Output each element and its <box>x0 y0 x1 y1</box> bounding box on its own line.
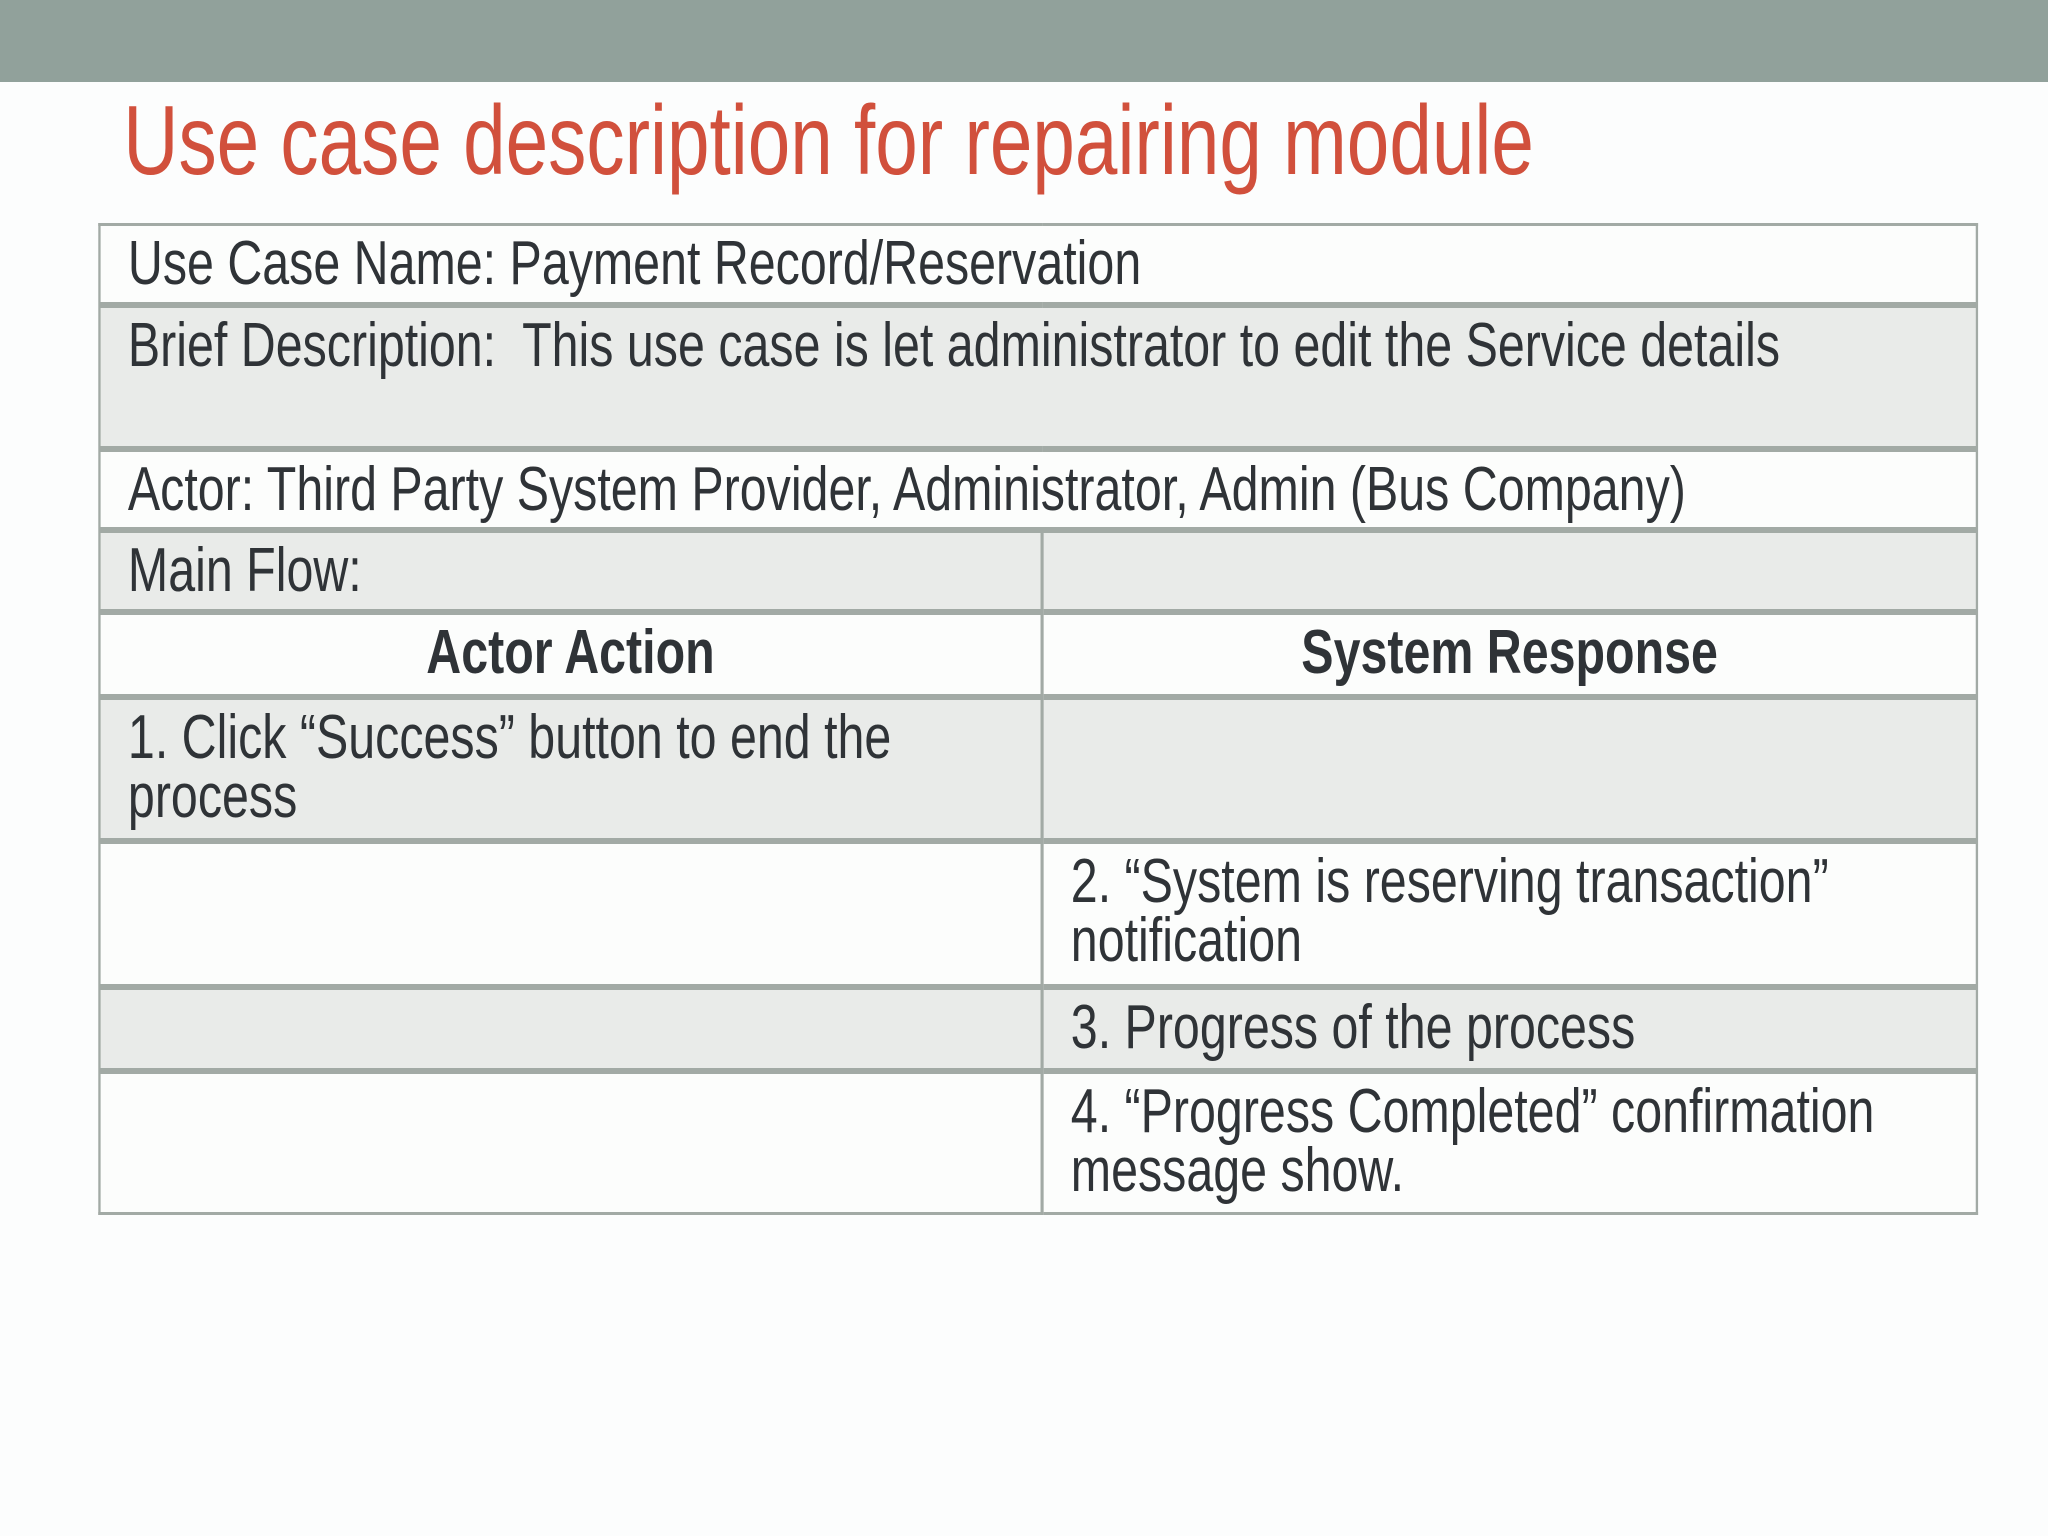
flow-step-1-actor-cell: 1. Click “Success” button to end the pro… <box>98 694 1044 844</box>
flow-step-4-actor-cell <box>98 1068 1044 1215</box>
table-row-main-flow: Main Flow: <box>98 527 1979 615</box>
system-response-header-cell: System Response <box>1040 609 1979 700</box>
slide-title: Use case description for repairing modul… <box>123 85 1534 195</box>
main-flow-label-cell: Main Flow: <box>98 527 1044 615</box>
flow-step-3-actor-cell <box>98 984 1044 1074</box>
table-row-actor: Actor: Third Party System Provider, Admi… <box>98 446 1979 533</box>
table-row-column-headers: Actor Action System Response <box>98 609 1979 700</box>
flow-step-1-response-cell <box>1040 694 1979 844</box>
table-row-use-case-name: Use Case Name: Payment Record/Reservatio… <box>98 223 1979 308</box>
use-case-table: Use Case Name: Payment Record/Reservatio… <box>98 223 1979 1215</box>
use-case-name-cell: Use Case Name: Payment Record/Reservatio… <box>98 223 1979 308</box>
flow-step-3-response-cell: 3. Progress of the process <box>1040 984 1979 1074</box>
slide-top-bar <box>0 0 2048 82</box>
table-row-flow-step-2: 2. “System is reserving transaction” not… <box>98 838 1979 990</box>
actor-cell: Actor: Third Party System Provider, Admi… <box>98 446 1979 533</box>
flow-step-2-response-cell: 2. “System is reserving transaction” not… <box>1040 838 1979 990</box>
actor-action-header-cell: Actor Action <box>98 609 1044 700</box>
table-row-flow-step-4: 4. “Progress Completed” confirmation mes… <box>98 1068 1979 1215</box>
flow-step-4-response-cell: 4. “Progress Completed” confirmation mes… <box>1040 1068 1979 1215</box>
brief-description-cell: Brief Description: This use case is let … <box>98 302 1979 452</box>
flow-step-2-actor-cell <box>98 838 1044 990</box>
table-row-brief-description: Brief Description: This use case is let … <box>98 302 1979 452</box>
main-flow-empty-cell <box>1040 527 1979 615</box>
table-row-flow-step-1: 1. Click “Success” button to end the pro… <box>98 694 1979 844</box>
table-row-flow-step-3: 3. Progress of the process <box>98 984 1979 1074</box>
